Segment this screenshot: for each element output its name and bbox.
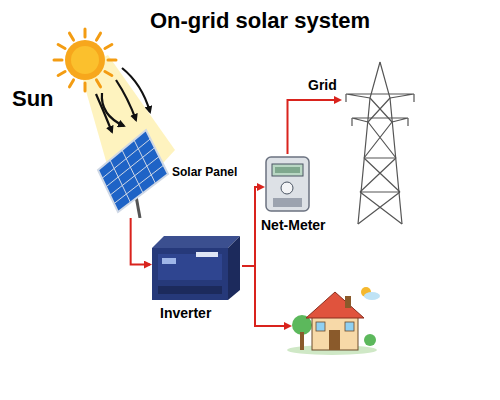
- component-label: Grid: [308, 78, 337, 93]
- grid-tower-art: [340, 58, 420, 228]
- sun-ray-arrow: [116, 80, 136, 120]
- sun-ray-arrow: [96, 94, 112, 132]
- component-label: Inverter: [160, 306, 211, 321]
- grid-tower: Grid: [340, 58, 420, 228]
- diagram-title: On-grid solar system: [140, 8, 380, 34]
- sun-ray-arrow: [102, 93, 124, 126]
- power-wire: [131, 218, 150, 265]
- sun-illustration: Sun: [52, 27, 118, 93]
- power-wire: [288, 100, 341, 154]
- net-meter-art: [263, 154, 312, 214]
- sun-ray-arrow: [122, 68, 150, 112]
- solar-panel: Solar Panel: [94, 126, 172, 218]
- power-wire: [242, 187, 263, 266]
- net-meter: Net-Meter: [263, 154, 312, 214]
- component-label: Net-Meter: [261, 218, 326, 233]
- component-label: Sun: [12, 87, 54, 111]
- inverter-box: Inverter: [150, 234, 242, 302]
- component-label: Solar Panel: [172, 166, 237, 179]
- sun-illustration-art: [52, 27, 118, 93]
- inverter-box-art: [150, 234, 242, 302]
- house-wire: [255, 266, 290, 326]
- solar-panel-art: [94, 126, 172, 218]
- house-icon: [287, 287, 380, 355]
